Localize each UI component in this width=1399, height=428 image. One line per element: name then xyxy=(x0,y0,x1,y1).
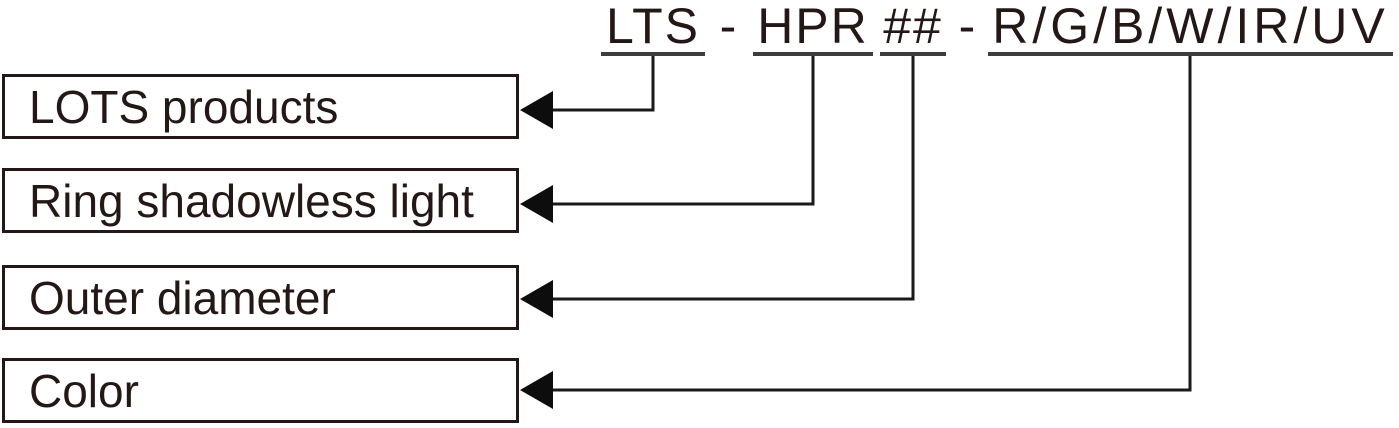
code-segment-color: R/G/B/W/IR/UV xyxy=(988,0,1393,56)
connector-line-hpr xyxy=(551,56,815,206)
arrowhead-hpr-icon xyxy=(520,185,553,223)
label-text-outer-diameter: Outer diameter xyxy=(29,271,336,324)
code-separator-dash-1: - xyxy=(719,0,739,54)
label-box-color: Color xyxy=(2,358,519,423)
connector-line-diameter xyxy=(551,56,915,301)
label-text-lots-products: LOTS products xyxy=(29,80,339,133)
code-segment-lts: LTS xyxy=(601,0,705,56)
label-box-outer-diameter: Outer diameter xyxy=(2,265,519,330)
code-segment-diameter: ## xyxy=(880,0,946,56)
label-box-lots-products: LOTS products xyxy=(2,74,519,139)
label-text-ring-shadowless-light: Ring shadowless light xyxy=(29,174,474,227)
arrowhead-lts-icon xyxy=(520,91,553,129)
code-segment-hpr: HPR xyxy=(753,0,873,56)
code-separator-dash-2: - xyxy=(958,0,978,54)
label-text-color: Color xyxy=(29,364,139,417)
connector-line-lts xyxy=(551,56,655,112)
label-box-ring-shadowless-light: Ring shadowless light xyxy=(2,168,519,233)
arrowhead-diameter-icon xyxy=(520,280,553,318)
arrowhead-color-icon xyxy=(520,371,553,409)
connector-line-color xyxy=(551,56,1192,392)
